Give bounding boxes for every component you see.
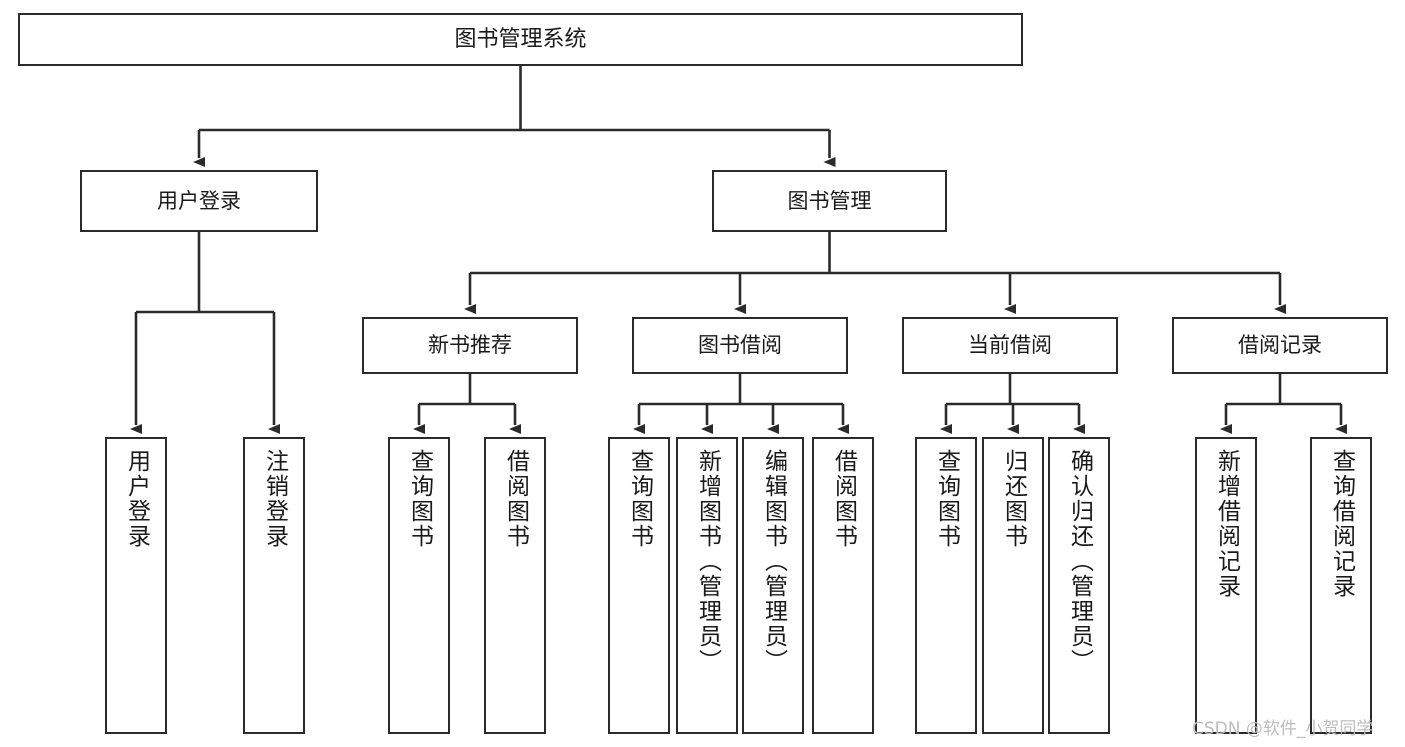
node-label: 新增借阅记录 [1213, 449, 1240, 599]
node-label: 查询借阅记录 [1328, 449, 1355, 599]
node-label: 用户登录 [157, 188, 241, 213]
level3-node-3[interactable]: 借阅记录 [1172, 317, 1388, 374]
node-label: 查询图书 [406, 449, 433, 549]
leaf-node-8[interactable]: 查询图书 [915, 437, 977, 734]
node-label: 查询图书 [626, 449, 653, 549]
leaf-node-5[interactable]: 新增图书（管理员） [676, 437, 738, 734]
leaf-node-6[interactable]: 编辑图书（管理员） [742, 437, 804, 734]
leaf-node-12[interactable]: 查询借阅记录 [1310, 437, 1372, 734]
leaf-node-1[interactable]: 注销登录 [243, 437, 305, 734]
node-label: 借阅图书 [830, 449, 857, 549]
leaf-node-10[interactable]: 确认归还（管理员） [1048, 437, 1110, 734]
node-label: 注销登录 [261, 449, 288, 549]
watermark: CSDN @软件_小贺同学 [1192, 719, 1374, 739]
node-label: 确认归还（管理员） [1066, 449, 1093, 674]
node-label: 当前借阅 [968, 333, 1052, 358]
level2-node-1[interactable]: 图书管理 [712, 170, 947, 232]
node-label: 查询图书 [933, 449, 960, 549]
leaf-node-4[interactable]: 查询图书 [608, 437, 670, 734]
node-label: 图书借阅 [698, 333, 782, 358]
level3-node-0[interactable]: 新书推荐 [362, 317, 578, 374]
node-label: 借阅记录 [1238, 333, 1322, 358]
node-label: 新增图书（管理员） [694, 449, 721, 674]
node-label: 用户登录 [123, 449, 150, 549]
leaf-node-11[interactable]: 新增借阅记录 [1195, 437, 1257, 734]
node-label: 编辑图书（管理员） [760, 449, 787, 674]
root-node-book-management-system[interactable]: 图书管理系统 [18, 13, 1023, 66]
node-label: 借阅图书 [502, 449, 529, 549]
leaf-node-2[interactable]: 查询图书 [388, 437, 450, 734]
level2-node-0[interactable]: 用户登录 [80, 170, 318, 232]
node-label: 图书管理系统 [454, 26, 587, 52]
node-label: 新书推荐 [428, 333, 512, 358]
leaf-node-3[interactable]: 借阅图书 [484, 437, 546, 734]
node-label: 归还图书 [1000, 449, 1027, 549]
level3-node-1[interactable]: 图书借阅 [632, 317, 848, 374]
node-label: 图书管理 [787, 188, 872, 213]
leaf-node-7[interactable]: 借阅图书 [812, 437, 874, 734]
leaf-node-0[interactable]: 用户登录 [105, 437, 167, 734]
leaf-node-9[interactable]: 归还图书 [982, 437, 1044, 734]
level3-node-2[interactable]: 当前借阅 [902, 317, 1118, 374]
